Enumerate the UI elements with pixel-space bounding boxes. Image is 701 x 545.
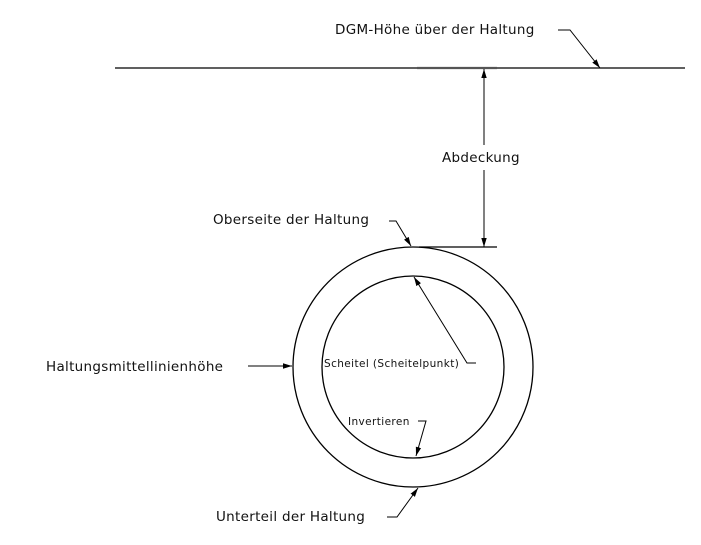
bottom-of-pipe-label: Unterteil der Haltung xyxy=(216,509,365,525)
pipe-outer-wall xyxy=(292,246,534,488)
centerline-label: Haltungsmittellinienhöhe xyxy=(46,359,223,375)
top-of-pipe-leader-line xyxy=(389,220,412,247)
bottom-of-pipe-leader-line xyxy=(387,487,419,518)
ground-label: DGM-Höhe über der Haltung xyxy=(335,22,535,38)
crown-label: Scheitel (Scheitelpunkt) xyxy=(324,358,459,370)
invert-label: Invertieren xyxy=(348,416,410,428)
pipe-inner-wall xyxy=(321,275,505,459)
crown-leader-line xyxy=(413,276,476,364)
cover-label: Abdeckung xyxy=(442,150,520,166)
top-of-pipe-label: Oberseite der Haltung xyxy=(213,212,369,228)
ground-leader-line xyxy=(558,29,601,69)
invert-leader-line xyxy=(415,420,427,457)
